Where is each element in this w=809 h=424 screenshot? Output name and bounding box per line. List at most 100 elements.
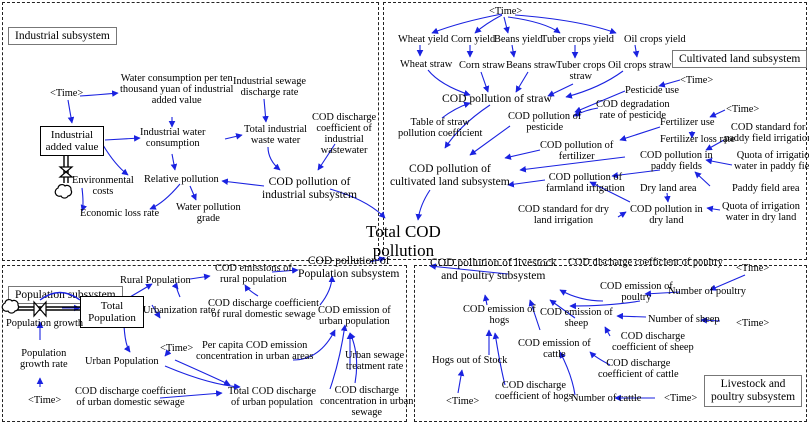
arrow [469, 125, 511, 156]
arrow [244, 284, 259, 297]
number-of-poultry: Number of poultry [668, 286, 746, 297]
arrow [565, 70, 624, 99]
cod-pollution-dry-land: COD pollution in dry land [630, 204, 703, 226]
arrow [444, 104, 491, 149]
cod-emissions-rural: COD emissions of rural population [215, 263, 292, 285]
arrow [80, 187, 88, 212]
urban-sewage-coefficient: COD discharge coefficient of urban domes… [75, 386, 186, 408]
fertilizer-use: Fertilizer use [660, 117, 715, 128]
cod-standard-dry-irrigation: COD standard for dry land irrigation [518, 204, 609, 226]
arrow [503, 16, 510, 34]
tuber-crops-yield: Tuber crops yield [541, 34, 614, 45]
total-cod-discharge-urban: Total COD discharge of urban population [228, 386, 316, 408]
flow-loop [39, 291, 81, 301]
valve-icon [58, 166, 74, 178]
cod-pollution-pesticide: COD pollution of pesticide [508, 111, 582, 133]
rural-population: Rural Population [120, 275, 191, 286]
hogs-out-of-stock: Hogs out of Stock [432, 355, 508, 366]
arrow [482, 294, 490, 306]
tuber-crops-straw: Tuber crops straw [556, 60, 606, 82]
cod-pollution-population: COD pollution of Population subsystem [298, 254, 400, 280]
pesticide-use: Pesticide use [625, 85, 679, 96]
population-time-2: <Time> [28, 395, 62, 406]
arrow [515, 71, 529, 93]
paddy-field-area: Paddy field area [732, 183, 800, 194]
arrow [174, 359, 231, 386]
arrow [159, 390, 223, 399]
arrow [658, 79, 681, 88]
cod-pollution-fertilizer: COD pollution of fertilizer [540, 140, 614, 162]
livestock-panel [414, 265, 807, 422]
arrow [549, 299, 576, 319]
water-per-ten-thousand-yuan: Water consumption per ten thousand yuan … [120, 73, 234, 106]
cultivated-time-3: <Time> [726, 104, 760, 115]
arrow [171, 282, 181, 298]
arrow [319, 275, 336, 306]
industrial-panel [2, 2, 379, 261]
arrow [267, 146, 281, 171]
urbanization-rate: Urbanization rate [143, 305, 216, 316]
per-capita-cod-concentration: Per capita COD emission concentration in… [196, 340, 314, 362]
arrow [480, 71, 490, 93]
arrow [441, 101, 471, 119]
arrow [507, 16, 561, 34]
cod-pollution-industrial: COD pollution of industrial subsystem [262, 175, 358, 201]
arrow [329, 188, 386, 219]
total-cod-pollution: Total COD pollution [366, 222, 441, 260]
cod-standard-paddy-irrigation: COD standard for paddy field irrigation [724, 122, 809, 144]
cod-degradation-rate-pesticide: COD degradation rate of pesticide [596, 99, 670, 121]
number-of-cattle: Number of cattle [571, 393, 642, 404]
arrow [504, 149, 541, 160]
cultivated-title: Cultivated land subsystem [672, 50, 808, 68]
arrow [694, 171, 711, 187]
arrow [509, 44, 517, 58]
urban-sewage-treatment-rate: Urban sewage treatment rate [345, 350, 405, 372]
arrow [547, 83, 574, 97]
industrial-added-value-stock: Industrial added value [40, 126, 104, 156]
arrow [619, 126, 661, 142]
number-of-sheep: Number of sheep [648, 314, 720, 325]
beans-yield: Beans yield [494, 34, 543, 45]
cloud-icon [54, 184, 73, 199]
cod-emission-sheep: COD emission of sheep [540, 307, 613, 329]
cod-emission-poultry: COD emission of poultry [600, 281, 673, 303]
cod-pollution-paddy-fields: COD pollution in paddy fields [640, 150, 713, 172]
population-growth-rate: Population growth rate [20, 348, 68, 370]
economic-loss-rate: Economic loss rate [80, 208, 160, 219]
arrow [224, 133, 243, 140]
arrow [573, 107, 599, 117]
arrow [559, 289, 604, 302]
quota-irrigation-dry-land: Quota of irrigation water in dry land [722, 201, 800, 223]
dry-land-area: Dry land area [640, 183, 697, 194]
relative-pollution: Relative pollution [144, 174, 219, 185]
industrial-title: Industrial subsystem [8, 27, 117, 45]
arrow [164, 349, 172, 357]
total-industrial-waste-water: Total industrial waste water [244, 124, 308, 146]
livestock-time-d: <Time> [664, 393, 698, 404]
poultry-discharge-coefficient: COD discharge coefficient of poultry [568, 257, 723, 268]
arrow [519, 156, 626, 173]
hogs-discharge-coefficient: COD discharge coefficient of hogs [495, 380, 573, 402]
arrow [415, 189, 431, 221]
sheep-discharge-coefficient: COD discharge coefficient of sheep [612, 331, 694, 353]
environmental-costs: Environmental costs [72, 175, 134, 197]
arrow [528, 299, 541, 331]
cattle-discharge-coefficient: COD discharge coefficient of cattle [598, 358, 679, 380]
arrow [705, 157, 733, 166]
arrow [123, 324, 131, 353]
arrow [429, 263, 509, 275]
arrow [574, 90, 626, 113]
arrow [604, 326, 611, 337]
livestock-title: Livestock and poultry subsystem [704, 375, 803, 407]
industrial-time: <Time> [50, 88, 84, 99]
arrow [709, 109, 726, 118]
beans-straw: Beans straw [506, 60, 557, 71]
arrow [221, 178, 265, 187]
arrow [492, 332, 506, 386]
water-pollution-grade: Water pollution grade [176, 202, 241, 224]
arrow [164, 365, 241, 390]
arrow [129, 283, 153, 298]
arrow [617, 211, 627, 218]
arrow [559, 351, 576, 396]
